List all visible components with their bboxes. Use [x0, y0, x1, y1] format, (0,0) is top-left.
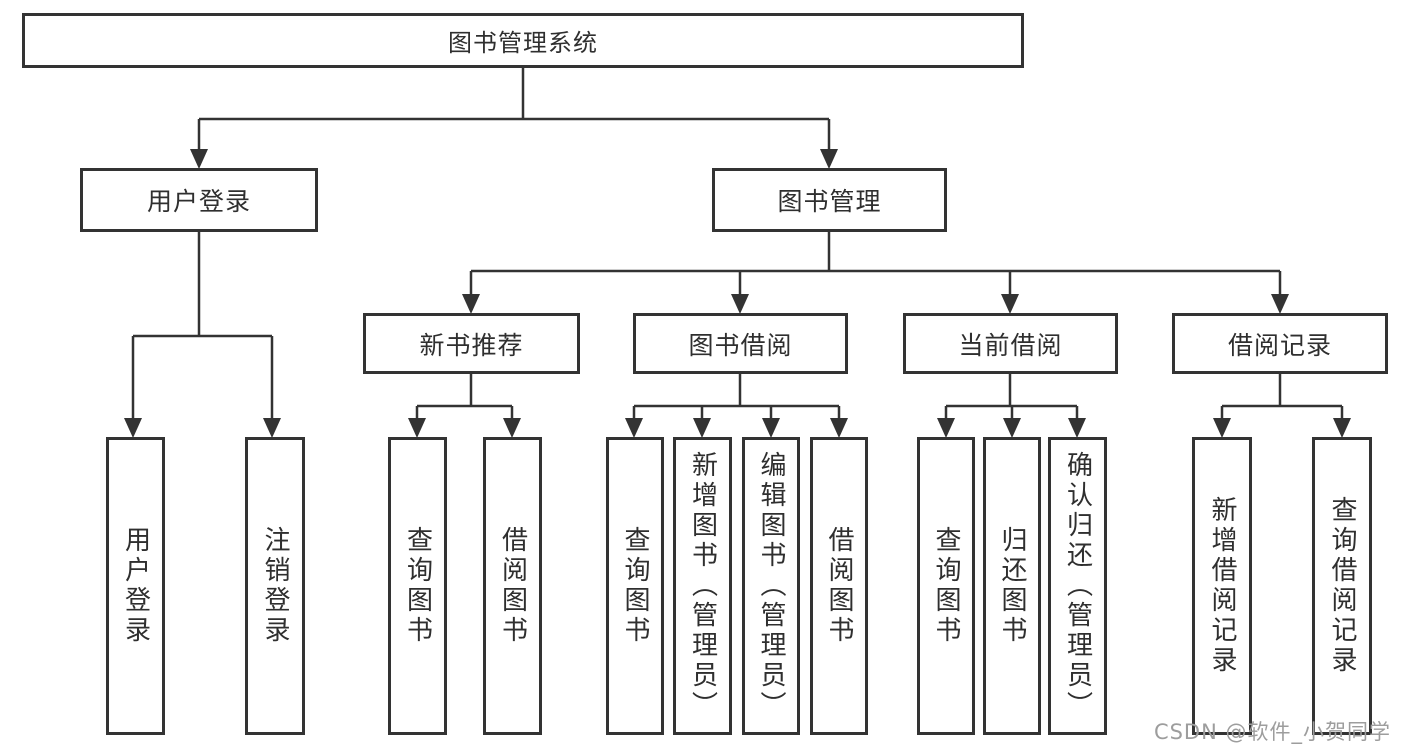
leaf-query-books-b-label: 查询图书: [620, 526, 650, 646]
node-current-borrowing: 当前借阅: [903, 313, 1118, 374]
leaf-return-books-label: 归还图书: [997, 526, 1027, 646]
leaf-query-borrow-record-label: 查询借阅记录: [1327, 496, 1357, 676]
leaf-confirm-return-admin: 确认归还（管理员）: [1048, 437, 1107, 735]
node-book-management: 图书管理: [712, 168, 947, 232]
leaf-borrow-books-a-label: 借阅图书: [497, 526, 528, 646]
leaf-confirm-return-admin-label: 确认归还（管理员）: [1062, 451, 1093, 721]
leaf-query-books-c-label: 查询图书: [931, 526, 961, 646]
leaf-query-borrow-record: 查询借阅记录: [1312, 437, 1372, 735]
leaf-query-books-c: 查询图书: [917, 437, 975, 735]
leaf-user-login: 用户登录: [106, 437, 165, 735]
leaf-return-books: 归还图书: [983, 437, 1041, 735]
leaf-borrow-books-a: 借阅图书: [483, 437, 542, 735]
leaf-borrow-books-b: 借阅图书: [810, 437, 868, 735]
leaf-query-books-a: 查询图书: [388, 437, 447, 735]
leaf-add-borrow-record-label: 新增借阅记录: [1207, 496, 1237, 676]
leaf-logout-label: 注销登录: [260, 526, 290, 646]
leaf-borrow-books-b-label: 借阅图书: [824, 526, 854, 646]
leaf-logout: 注销登录: [245, 437, 305, 735]
node-user-login: 用户登录: [80, 168, 318, 232]
node-new-book-recommend: 新书推荐: [363, 313, 580, 374]
node-book-borrowing: 图书借阅: [633, 313, 848, 374]
leaf-add-books-admin: 新增图书（管理员）: [673, 437, 732, 735]
leaf-edit-books-admin: 编辑图书（管理员）: [742, 437, 800, 735]
leaf-edit-books-admin-label: 编辑图书（管理员）: [756, 451, 786, 721]
arrowheads: [124, 149, 1351, 438]
node-root: 图书管理系统: [22, 13, 1024, 68]
leaf-user-login-label: 用户登录: [120, 526, 151, 646]
leaf-query-books-b: 查询图书: [606, 437, 664, 735]
leaf-add-books-admin-label: 新增图书（管理员）: [687, 451, 718, 721]
leaf-query-books-a-label: 查询图书: [402, 526, 433, 646]
leaf-add-borrow-record: 新增借阅记录: [1192, 437, 1252, 735]
csdn-watermark: CSDN @软件_小贺同学: [1153, 720, 1391, 744]
node-borrowing-records: 借阅记录: [1172, 313, 1388, 374]
